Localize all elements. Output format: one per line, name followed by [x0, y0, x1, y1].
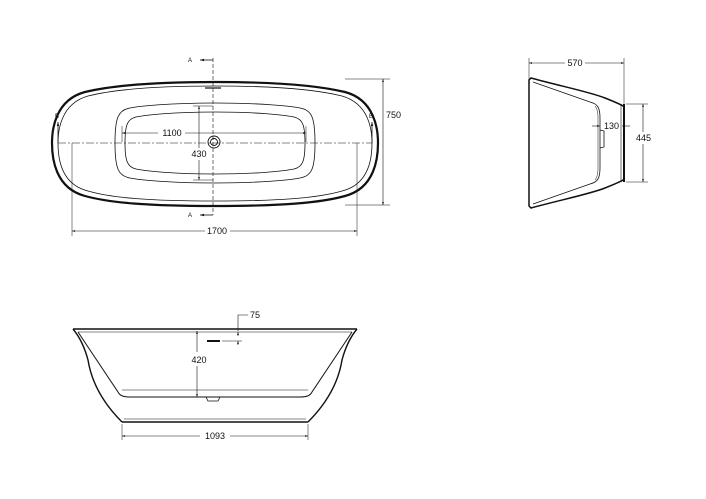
dimension-overall-length: 1700: [207, 226, 227, 236]
basin-outer: [114, 102, 316, 184]
section-a-top-label: A: [188, 58, 192, 64]
dimension-depth: 420: [191, 355, 206, 365]
top-view: A A B B 1700 750 1100 430: [50, 58, 401, 236]
dimension-base-width: 445: [636, 133, 651, 143]
dimension-overflow-height: 75: [250, 310, 260, 320]
end-inner-wall: [594, 105, 599, 181]
end-inner-basin: [532, 81, 601, 205]
tub-inner-rim: [57, 85, 373, 202]
dimension-inner-width: 430: [191, 149, 206, 159]
drain-inner-icon: [210, 138, 218, 146]
section-b-right-label: B: [369, 114, 373, 120]
section-a-bottom-label: A: [188, 213, 192, 219]
dimension-inner-length: 1100: [162, 128, 181, 138]
end-view: 570 445 130: [528, 58, 651, 209]
side-outer-wall-right: [307, 328, 358, 423]
side-drain: [205, 396, 221, 402]
end-overflow-bump: [599, 129, 605, 149]
drain-icon: [207, 135, 221, 149]
dimension-top-width: 570: [567, 58, 582, 68]
basin-inner: [124, 111, 306, 175]
dimension-overall-width: 750: [386, 110, 401, 120]
section-b-left-label: B: [55, 114, 59, 120]
side-view: 420 75 1093: [72, 310, 358, 441]
side-outer-wall-left: [72, 328, 123, 423]
dimension-base-length: 1093: [205, 431, 225, 441]
tub-outer-rim: [50, 80, 380, 208]
side-inner-basin: [77, 331, 353, 398]
dimension-overflow-offset: 130: [604, 121, 619, 131]
